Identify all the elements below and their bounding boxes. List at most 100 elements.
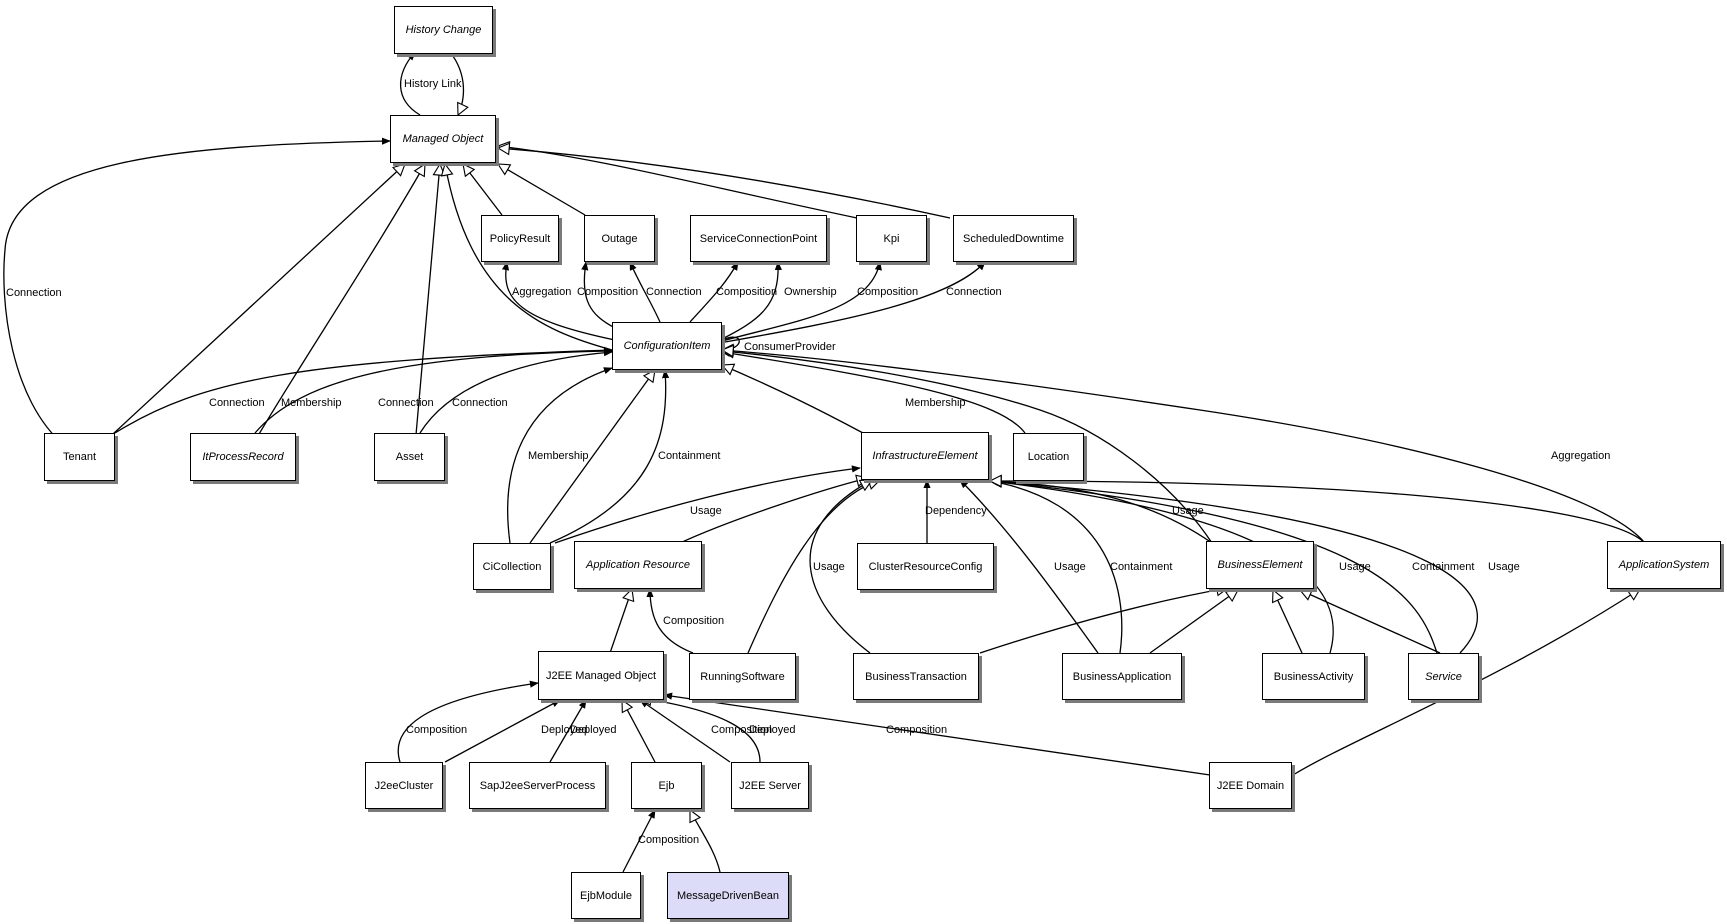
class-policy-result[interactable]: PolicyResult bbox=[481, 215, 559, 262]
class-history-change[interactable]: History Change bbox=[394, 6, 493, 54]
edge-label: Composition bbox=[857, 286, 918, 298]
edge-label: Usage bbox=[690, 505, 722, 517]
edge bbox=[397, 680, 539, 763]
edge-label: Containment bbox=[1110, 561, 1172, 573]
edge bbox=[501, 261, 616, 341]
edge bbox=[99, 164, 405, 447]
class-ejb[interactable]: Ejb bbox=[631, 762, 702, 809]
class-infrastructure-element[interactable]: InfrastructureElement bbox=[861, 432, 989, 480]
edge-label: Composition bbox=[886, 724, 947, 736]
class-it-process-record[interactable]: ItProcessRecord bbox=[190, 433, 296, 481]
edge-label: Deployed bbox=[570, 724, 616, 736]
edge bbox=[1292, 589, 1640, 776]
class-j2ee-server[interactable]: J2EE Server bbox=[731, 762, 809, 809]
edge-label: Membership bbox=[905, 397, 966, 409]
edge bbox=[498, 148, 951, 219]
edge-label: Connection bbox=[452, 397, 508, 409]
edge bbox=[529, 370, 655, 544]
edge bbox=[679, 478, 868, 544]
edge bbox=[979, 588, 1228, 654]
edge bbox=[549, 369, 670, 544]
edge bbox=[640, 698, 761, 763]
edge bbox=[622, 700, 656, 763]
edge-label: Dependency bbox=[925, 505, 987, 517]
class-j2ee-managed-object[interactable]: J2EE Managed Object bbox=[538, 651, 664, 700]
class-outage[interactable]: Outage bbox=[584, 215, 655, 262]
class-application-resource[interactable]: Application Resource bbox=[574, 541, 702, 589]
edge bbox=[507, 367, 613, 544]
class-ci-collection[interactable]: CiCollection bbox=[473, 543, 551, 590]
edge bbox=[809, 480, 872, 654]
edge bbox=[419, 349, 613, 434]
edge bbox=[722, 350, 1646, 544]
class-message-driven-bean[interactable]: MessageDrivenBean bbox=[667, 872, 789, 919]
edge-label: Composition bbox=[716, 286, 777, 298]
edge-label: Usage bbox=[1488, 561, 1520, 573]
edge bbox=[463, 164, 503, 216]
edge bbox=[399, 51, 421, 116]
edge bbox=[990, 481, 1646, 544]
class-ejb-module[interactable]: EjbModule bbox=[571, 872, 641, 919]
edge bbox=[719, 261, 782, 341]
edge-label: Usage bbox=[1054, 561, 1086, 573]
edge-label: Containment bbox=[1412, 561, 1474, 573]
edge bbox=[990, 481, 1213, 544]
class-cluster-resource-config[interactable]: ClusterResourceConfig bbox=[857, 543, 994, 590]
edge bbox=[721, 261, 882, 342]
edge bbox=[629, 261, 661, 323]
edge-label: Usage bbox=[1339, 561, 1371, 573]
edge-label: Composition bbox=[577, 286, 638, 298]
edge-label: Membership bbox=[281, 397, 342, 409]
class-running-software[interactable]: RunningSoftware bbox=[689, 653, 796, 700]
edge-label: Aggregation bbox=[512, 286, 571, 298]
edge-label: Connection bbox=[378, 397, 434, 409]
edge-label: Connection bbox=[646, 286, 702, 298]
edge-label: Composition bbox=[406, 724, 467, 736]
edge-label: Containment bbox=[658, 450, 720, 462]
edge bbox=[663, 692, 1211, 776]
edge bbox=[689, 261, 739, 323]
edge bbox=[747, 480, 880, 654]
edge bbox=[251, 164, 425, 447]
edge bbox=[989, 478, 1123, 654]
edge-label: Deployed bbox=[541, 724, 587, 736]
edge bbox=[581, 261, 616, 329]
edge-label: Membership bbox=[528, 450, 589, 462]
class-business-activity[interactable]: BusinessActivity bbox=[1262, 653, 1365, 700]
edge bbox=[1149, 590, 1238, 654]
class-service[interactable]: Service bbox=[1408, 653, 1479, 700]
edge-label: Ownership bbox=[784, 286, 837, 298]
class-managed-object[interactable]: Managed Object bbox=[390, 115, 496, 163]
edge-label: History Link bbox=[404, 78, 462, 90]
edge-label: Usage bbox=[813, 561, 845, 573]
edge bbox=[445, 164, 613, 351]
edge bbox=[959, 479, 1099, 654]
edge bbox=[1273, 590, 1303, 654]
edge bbox=[722, 351, 1213, 544]
class-location[interactable]: Location bbox=[1013, 433, 1084, 481]
edge bbox=[989, 478, 1478, 654]
class-kpi[interactable]: Kpi bbox=[856, 215, 927, 262]
edge bbox=[414, 164, 440, 447]
class-configuration-item[interactable]: ConfigurationItem bbox=[612, 322, 722, 370]
edge bbox=[722, 365, 864, 434]
edge-label: Connection bbox=[209, 397, 265, 409]
class-business-transaction[interactable]: BusinessTransaction bbox=[853, 653, 979, 700]
edge bbox=[114, 346, 613, 434]
class-tenant[interactable]: Tenant bbox=[44, 433, 115, 481]
class-scheduled-downtime[interactable]: ScheduledDowntime bbox=[953, 215, 1074, 262]
edge-label: Composition bbox=[711, 724, 772, 736]
edge bbox=[646, 588, 694, 654]
class-j2ee-domain[interactable]: J2EE Domain bbox=[1209, 762, 1292, 809]
edge bbox=[1300, 590, 1441, 654]
class-service-connection-point[interactable]: ServiceConnectionPoint bbox=[690, 215, 827, 262]
class-application-system[interactable]: ApplicationSystem bbox=[1607, 541, 1721, 589]
edge-label: Deployed bbox=[749, 724, 795, 736]
class-sap-j2ee-server-process[interactable]: SapJ2eeServerProcess bbox=[469, 762, 606, 809]
class-business-application[interactable]: BusinessApplication bbox=[1062, 653, 1182, 700]
edge-label: Aggregation bbox=[1551, 450, 1610, 462]
class-j2ee-cluster[interactable]: J2eeCluster bbox=[365, 762, 443, 809]
class-asset[interactable]: Asset bbox=[374, 433, 445, 481]
class-business-element[interactable]: BusinessElement bbox=[1206, 541, 1314, 589]
